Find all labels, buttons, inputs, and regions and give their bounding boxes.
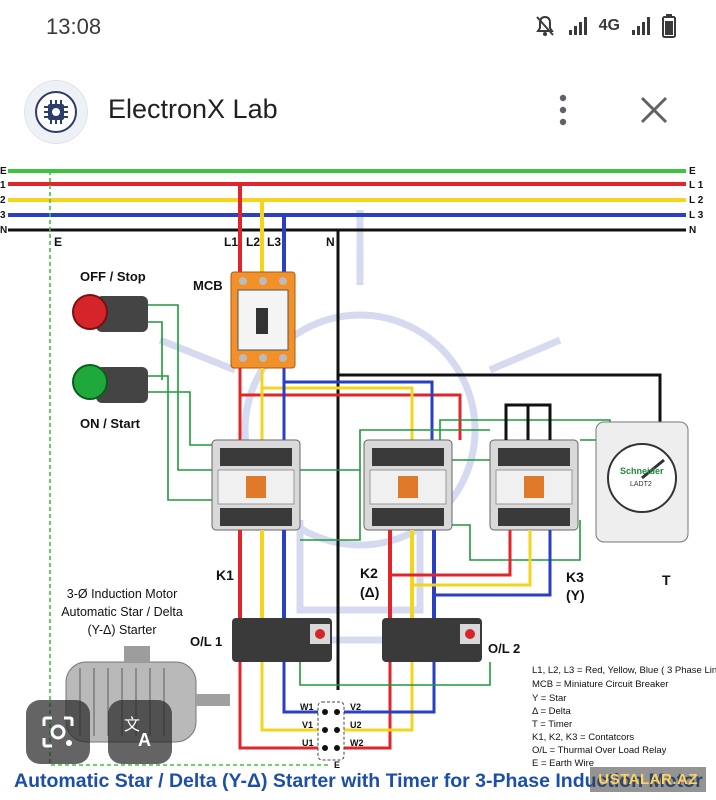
earth-label: E: [54, 235, 62, 249]
status-icons: 4G: [533, 14, 676, 38]
timer-label: T: [662, 572, 671, 588]
svg-text:A: A: [138, 730, 151, 750]
close-icon: [640, 96, 668, 124]
legend-line: L1, L2, L3 = Red, Yellow, Blue ( 3 Phase…: [532, 665, 716, 676]
contactor-k3[interactable]: [489, 439, 579, 531]
phase-label: L3: [267, 235, 281, 249]
battery-icon: [662, 14, 676, 38]
bus-label-right: E: [689, 166, 696, 177]
overload-label-1: O/L 1: [190, 634, 222, 649]
off-stop-button[interactable]: [72, 294, 148, 332]
star-delta-wiring-diagram[interactable]: E 1 2 3 N E L 1 L 2 L 3 N E L1 L2 L3 N M…: [0, 160, 716, 800]
network-type: 4G: [598, 17, 620, 34]
bus-label-right: L 3: [689, 210, 704, 221]
status-time: 13:08: [46, 14, 102, 39]
terminal-label: W2: [350, 738, 364, 748]
phase-label: L1: [224, 235, 238, 249]
contactor-label-k2: K2: [360, 565, 378, 581]
terminal-label: V2: [350, 702, 361, 712]
more-options-button[interactable]: [548, 92, 578, 128]
chip-logo-icon: [35, 91, 77, 133]
off-button-label: OFF / Stop: [80, 269, 146, 284]
on-button-label: ON / Start: [80, 416, 141, 431]
motor-terminal-box[interactable]: [317, 701, 345, 761]
timer-model: LADT2: [630, 481, 652, 488]
signal-icon: [632, 17, 650, 35]
legend-line: E = Earth Wire: [532, 758, 594, 769]
bus-label-right: L 1: [689, 180, 704, 191]
motor-caption-line: (Y-Δ) Starter: [87, 623, 156, 637]
timer-ladt2[interactable]: [595, 421, 689, 543]
terminal-label: W1: [300, 702, 314, 712]
translate-icon: 文 A: [124, 715, 151, 750]
terminal-label: U2: [350, 720, 362, 730]
legend-line: Y = Star: [532, 693, 566, 704]
watermark-ustalar: USTALAR.AZ: [590, 767, 706, 792]
on-start-button[interactable]: [72, 364, 148, 403]
bus-label-left: 1: [0, 180, 6, 191]
mcb-label: MCB: [193, 278, 223, 293]
motor-caption-line: Automatic Star / Delta: [61, 605, 183, 619]
close-button[interactable]: [632, 90, 676, 130]
app-bar: ElectronX Lab: [0, 74, 716, 146]
svg-text:文: 文: [124, 715, 140, 734]
legend-line: O/L = Thurmal Over Load Relay: [532, 745, 667, 756]
terminal-earth-label: E: [334, 760, 340, 770]
legend-line: Δ = Delta: [532, 706, 572, 717]
timer-brand: Schneider: [620, 466, 664, 476]
mcb-breaker[interactable]: [230, 271, 296, 369]
signal-icon: [568, 17, 587, 35]
terminal-label: U1: [302, 738, 314, 748]
legend-line: K1, K2, K3 = Contatcors: [532, 732, 634, 743]
bus-label-left: N: [0, 225, 7, 236]
phase-label: L2: [246, 235, 260, 249]
overload-relay-2[interactable]: [382, 618, 482, 662]
bus-label-left: 2: [0, 195, 6, 206]
bell-off-icon: [535, 15, 554, 36]
translate-button[interactable]: 文 A: [108, 700, 172, 764]
legend-line: T = Timer: [532, 719, 572, 730]
contactor-label-k1: K1: [216, 567, 234, 583]
contactor-label-delta: (Δ): [360, 584, 379, 600]
contactor-label-star: (Y): [566, 587, 585, 603]
motor-caption-line: 3-Ø Induction Motor: [67, 587, 177, 601]
lens-icon: [42, 716, 74, 748]
neutral-label: N: [326, 235, 335, 249]
contactor-k1[interactable]: [211, 439, 301, 531]
earth-wire: [49, 171, 330, 766]
status-bar: 13:08 4G: [0, 0, 716, 56]
page-title: ElectronX Lab: [108, 94, 278, 124]
contactor-label-k3: K3: [566, 569, 584, 585]
google-lens-button[interactable]: [26, 700, 90, 764]
overload-relay-1[interactable]: [232, 618, 332, 662]
bus-label-right: L 2: [689, 195, 704, 206]
more-vert-icon: [559, 94, 567, 126]
diagram-caption: Automatic Star / Delta (Y-Δ) Starter wit…: [14, 770, 703, 792]
terminal-label: V1: [302, 720, 313, 730]
bus-label-right: N: [689, 225, 696, 236]
contactor-k2[interactable]: [363, 439, 453, 531]
bus-label-left: E: [0, 166, 7, 177]
overload-label-2: O/L 2: [488, 641, 520, 656]
supply-bus: [8, 169, 686, 232]
app-logo: [24, 80, 88, 144]
legend-line: MCB = Miniature Circuit Breaker: [532, 679, 668, 690]
bus-label-left: 3: [0, 210, 6, 221]
